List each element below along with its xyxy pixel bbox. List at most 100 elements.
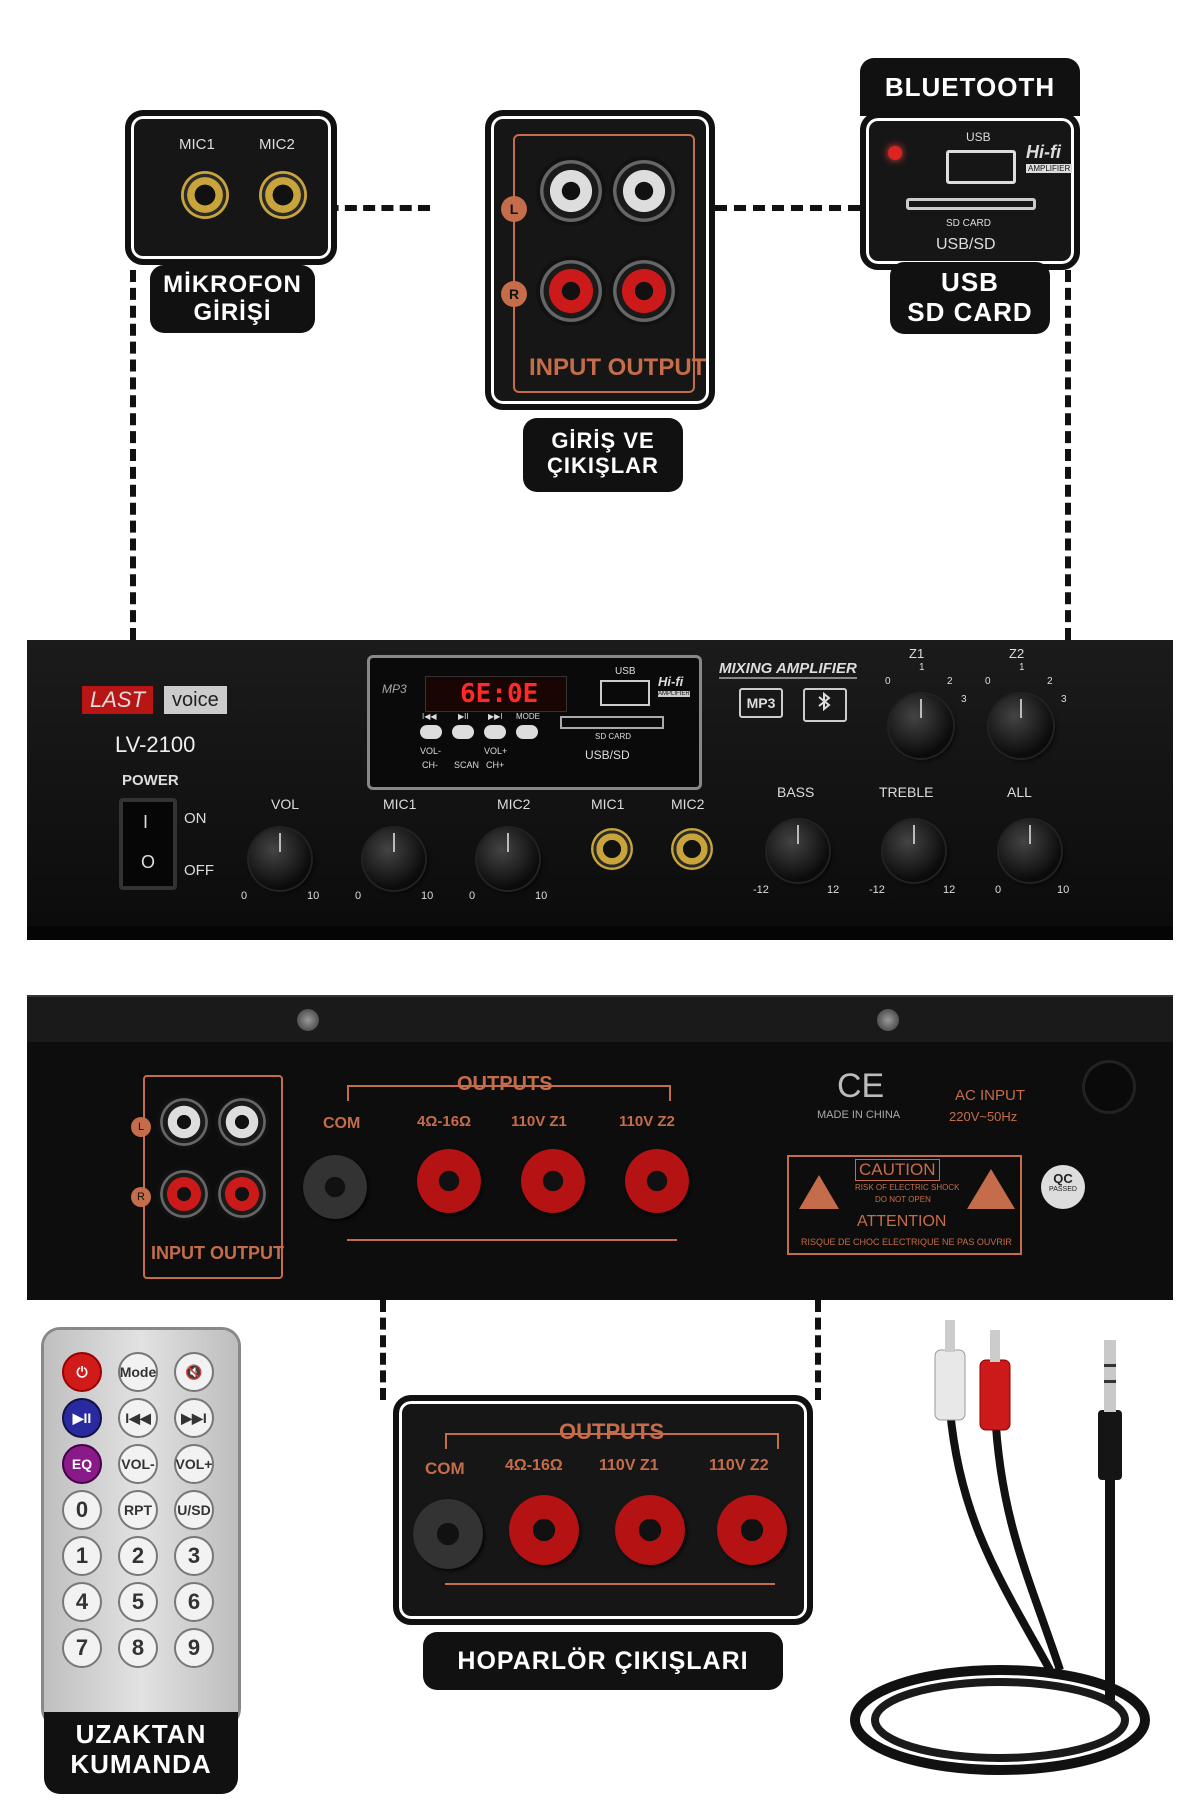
remote-button[interactable]: 0 (62, 1490, 102, 1530)
remote-button[interactable]: RPT (118, 1490, 158, 1530)
front-mic1-jack[interactable] (591, 828, 633, 870)
power-switch[interactable]: I O (119, 798, 177, 890)
remote-button[interactable]: EQ (62, 1444, 102, 1484)
rear-input-right-rca[interactable] (157, 1167, 211, 1221)
remote-button[interactable]: 3 (174, 1536, 214, 1576)
remote-button[interactable]: ▶▶I (174, 1398, 214, 1438)
rear-com-label: COM (323, 1115, 361, 1132)
remote-button[interactable]: ▶II (62, 1398, 102, 1438)
vol-knob[interactable] (249, 828, 311, 890)
qc-sub: PASSED (1049, 1186, 1077, 1193)
remote-button[interactable]: VOL- (118, 1444, 158, 1484)
remote-button[interactable]: 5 (118, 1582, 158, 1622)
rear-left-label: L (137, 1121, 145, 1133)
zoom-ohm-terminal (509, 1495, 579, 1565)
treble-knob[interactable] (883, 820, 945, 882)
remote-button[interactable]: Mode (118, 1352, 158, 1392)
rear-output-right-rca[interactable] (215, 1167, 269, 1221)
remote-button[interactable]: 4 (62, 1582, 102, 1622)
power-label: POWER (122, 772, 179, 789)
warning-icon-right (967, 1169, 1015, 1209)
remote-button[interactable]: 7 (62, 1628, 102, 1668)
remote-button[interactable]: U/SD (174, 1490, 214, 1530)
io-input-left-rca (536, 156, 606, 226)
mic-tag-line1: MİKROFON (163, 271, 302, 298)
player-btn-play[interactable] (452, 725, 474, 739)
rear-outputs-label: OUTPUTS (457, 1073, 553, 1095)
speaker-tag-text: HOPARLÖR ÇIKIŞLARI (457, 1647, 749, 1675)
led-display-value: 6E:0E (460, 679, 539, 709)
bluetooth-icon (803, 688, 847, 722)
remote-button[interactable]: VOL+ (174, 1444, 214, 1484)
ce-mark: CE (837, 1067, 885, 1105)
zoom-z1-label: 110V Z1 (599, 1457, 659, 1474)
made-in-china: MADE IN CHINA (817, 1109, 901, 1121)
zoom-z2-terminal (717, 1495, 787, 1565)
remote-button[interactable]: 1 (62, 1536, 102, 1576)
player-btn-mode[interactable] (516, 725, 538, 739)
remote-button[interactable]: 6 (174, 1582, 214, 1622)
rear-output-left-rca[interactable] (215, 1095, 269, 1149)
mp3-player-module: MP3 6E:0E USB Hi-fi AMPLIFIER SD CARD US… (367, 655, 702, 790)
sd-card-slot (906, 198, 1036, 210)
connector-line-mic-down (130, 270, 136, 640)
usb-callout-sd-card: SD CARD (946, 218, 992, 229)
warning-icon-left (799, 1175, 839, 1209)
zoom-com-terminal (413, 1499, 483, 1569)
power-switch-off-mark: O (141, 852, 156, 872)
io-right-label: R (508, 286, 520, 302)
speaker-output-tag: HOPARLÖR ÇIKIŞLARI (423, 1632, 783, 1690)
rear-z1-terminal[interactable] (521, 1149, 585, 1213)
caution-title: CAUTION (855, 1159, 940, 1181)
front-mic2-jack[interactable] (671, 828, 713, 870)
remote-button[interactable]: 🔇 (174, 1352, 214, 1392)
z1-knob[interactable] (889, 694, 953, 758)
rear-com-terminal[interactable] (303, 1155, 367, 1219)
z2-knob[interactable] (989, 694, 1053, 758)
remote-button[interactable]: I◀◀ (118, 1398, 158, 1438)
mic2-knob[interactable] (477, 828, 539, 890)
amplifier-rear-panel: L R INPUT OUTPUT OUTPUTS COM 4Ω-16Ω 110V… (27, 995, 1173, 1300)
io-output-left-rca (609, 156, 679, 226)
player-sd-label: SD CARD (595, 732, 632, 741)
mic2-knob-max: 10 (535, 890, 548, 902)
remote-button[interactable]: 2 (118, 1536, 158, 1576)
rear-ohm-terminal[interactable] (417, 1149, 481, 1213)
qc-passed-sticker: QC PASSED (1041, 1165, 1085, 1209)
z2-tick-3: 3 (1061, 694, 1067, 705)
player-btn-prev[interactable] (420, 725, 442, 739)
treble-knob-max: 12 (943, 884, 956, 896)
bass-knob-max: 12 (827, 884, 840, 896)
usb-callout-amplifier: AMPLIFIER (1026, 164, 1073, 173)
rear-input-left-rca[interactable] (157, 1095, 211, 1149)
mp3-logo: MP3 (382, 682, 407, 696)
attention-sub: RISQUE DE CHOC ELECTRIQUE NE PAS OUVRIR (801, 1237, 1012, 1247)
vol-knob-min: 0 (241, 890, 248, 902)
mic1-knob[interactable] (363, 828, 425, 890)
remote-button[interactable]: 8 (118, 1628, 158, 1668)
front-mic2-label: MIC2 (671, 796, 705, 812)
remote-button[interactable]: ⏻ (62, 1352, 102, 1392)
rear-z2-terminal[interactable] (625, 1149, 689, 1213)
player-btn-next[interactable] (484, 725, 506, 739)
player-sub-chminus: CH- (422, 760, 438, 770)
zoom-outputs-base-line (445, 1583, 775, 1585)
vol-knob-label: VOL (271, 796, 300, 812)
mic-input-tag: MİKROFON GİRİŞİ (150, 265, 315, 333)
z1-tick-3: 3 (961, 694, 967, 705)
remote-button[interactable]: 9 (174, 1628, 214, 1668)
bass-knob[interactable] (767, 820, 829, 882)
all-knob[interactable] (999, 820, 1061, 882)
z1-tick-2: 2 (947, 676, 953, 687)
power-off-label: OFF (184, 862, 214, 879)
led-display: 6E:0E (425, 676, 567, 712)
player-usb-port (600, 680, 650, 706)
bass-knob-min: -12 (753, 884, 769, 896)
io-panel-frame (513, 134, 695, 393)
zoom-ohm-label: 4Ω-16Ω (505, 1457, 563, 1474)
callout-mic1-jack (181, 171, 229, 219)
zoom-outputs-bracket (445, 1433, 779, 1449)
usb-tag-line2: SD CARD (907, 296, 1033, 327)
io-callout: L R INPUT OUTPUT (485, 110, 715, 410)
rear-screw-right (877, 1009, 899, 1031)
